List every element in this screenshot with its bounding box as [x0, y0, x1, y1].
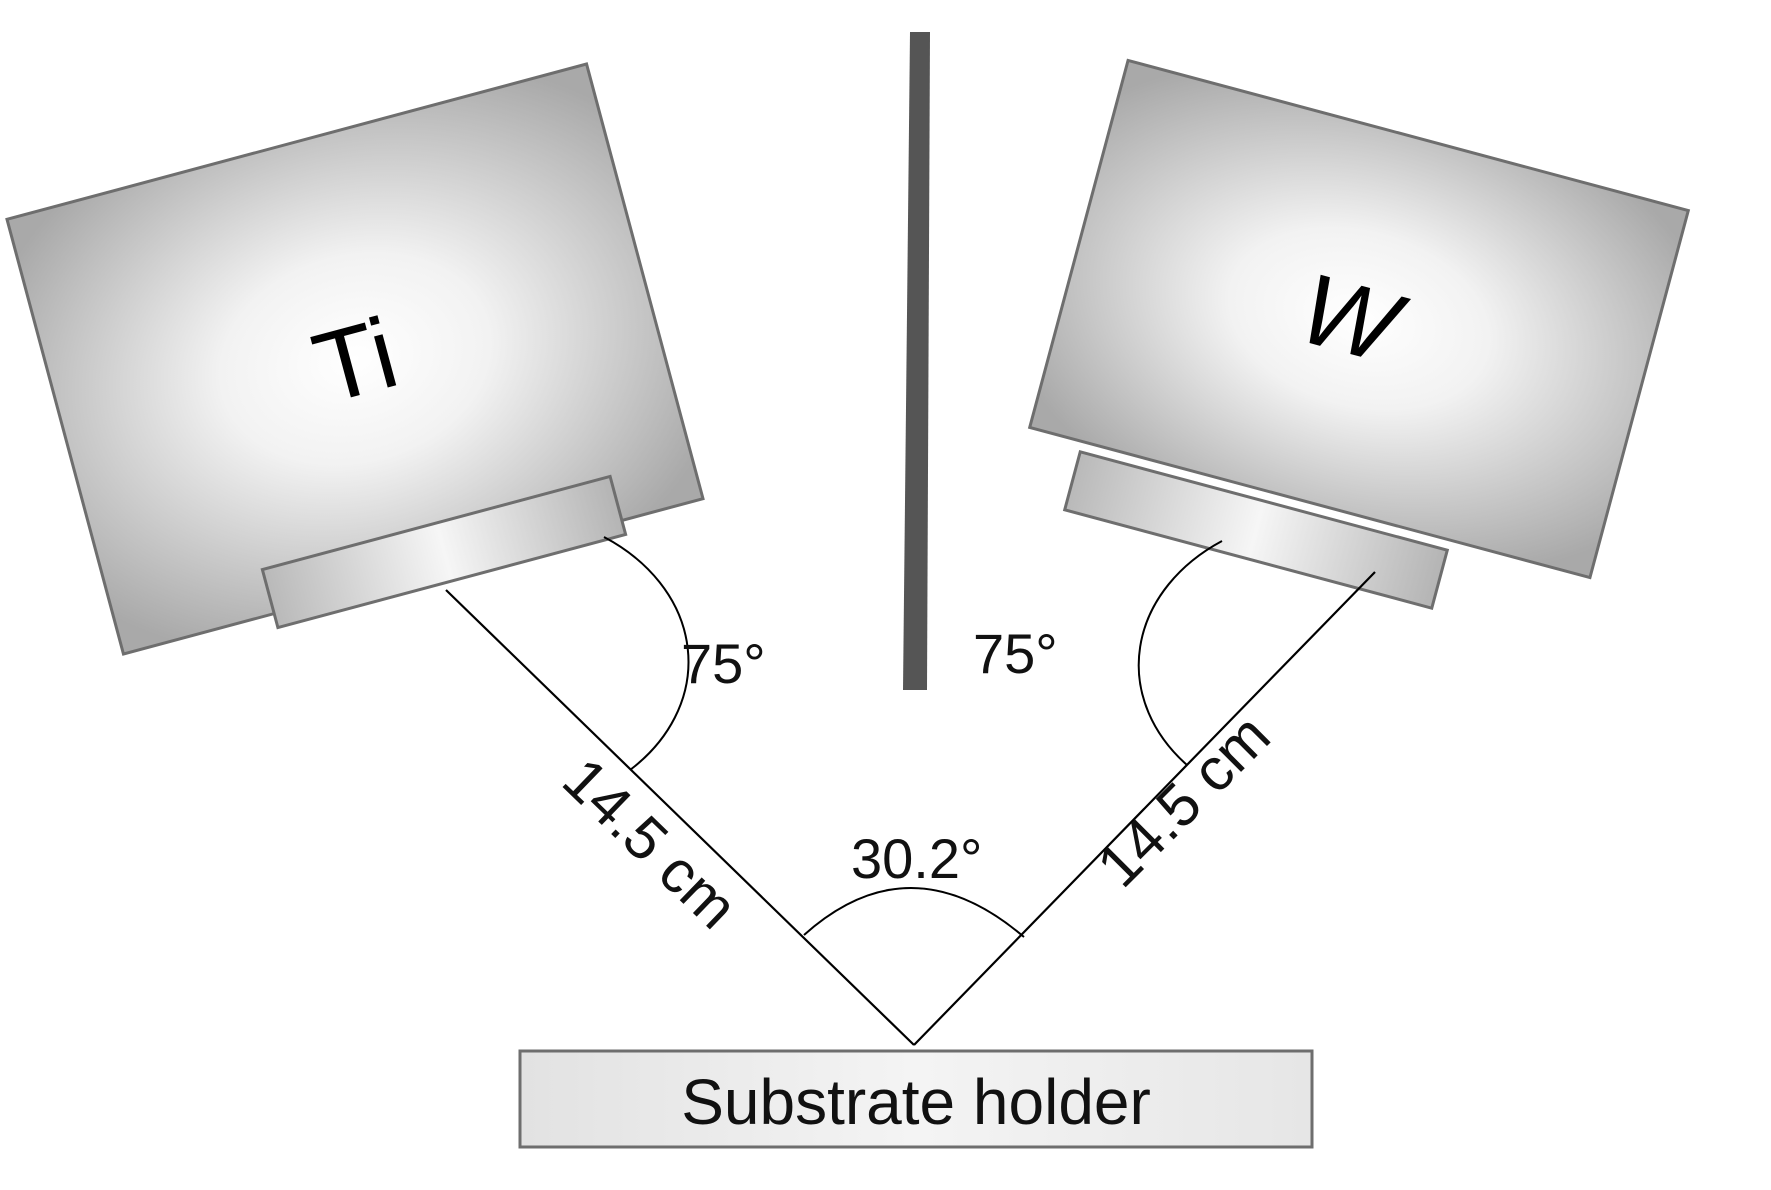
substrate-holder-label: Substrate holder [681, 1066, 1151, 1138]
substrate-holder [518, 1049, 1314, 1149]
left-distance-label: 14.5 cm [550, 745, 750, 941]
center-angle-arc [803, 887, 1025, 938]
left-angle-arc [603, 536, 690, 771]
left-angle-label: 75° [681, 632, 766, 695]
right-target: W [1027, 58, 1691, 580]
right-target-body [1027, 58, 1691, 580]
left-target-base [260, 474, 628, 630]
right-distance-label: 14.5 cm [1084, 701, 1282, 899]
center-angle-label: 30.2° [851, 827, 982, 890]
left-distance-line [445, 589, 915, 1046]
right-target-base [1062, 450, 1450, 610]
right-distance-line [913, 571, 1376, 1046]
right-angle-label: 75° [973, 622, 1058, 685]
right-angle-arc [1137, 540, 1223, 766]
center-shield [903, 32, 930, 690]
